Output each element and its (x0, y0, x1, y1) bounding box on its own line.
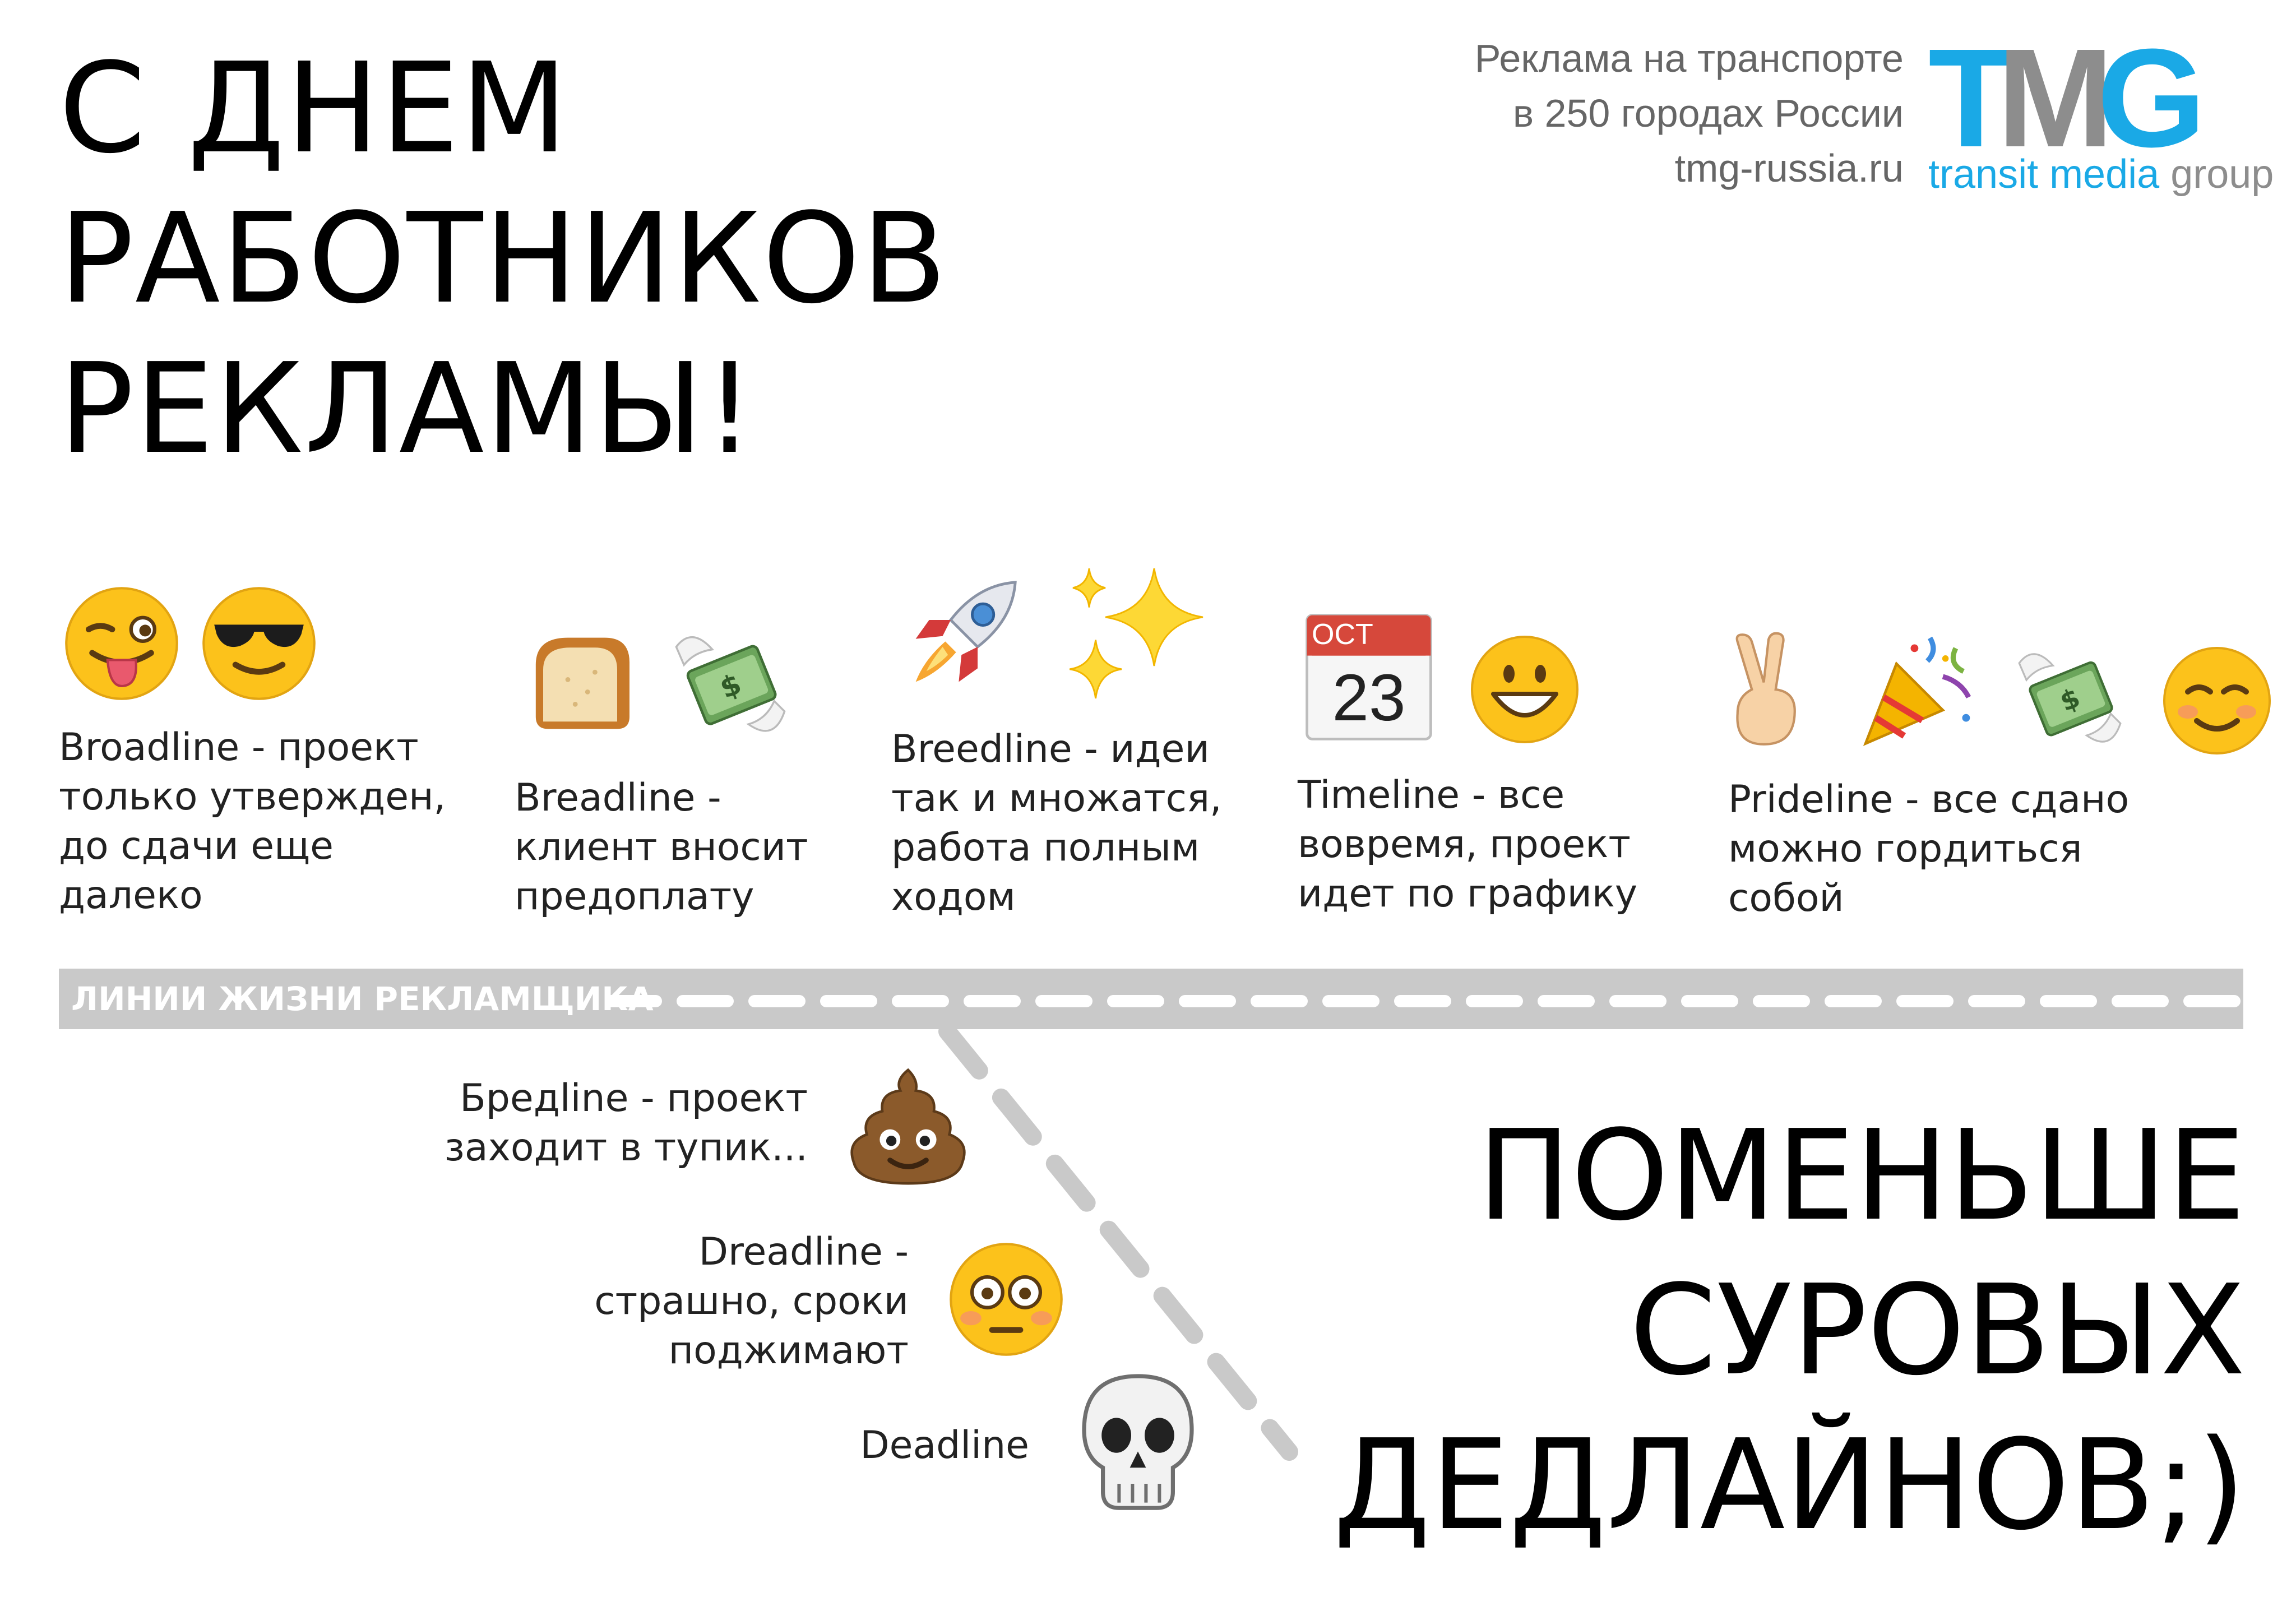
caption-line: работа полным (891, 826, 1200, 870)
rocket-icon (915, 581, 1017, 682)
logo-subtitle-b: group (2170, 152, 2274, 197)
sunglasses-face-icon (202, 587, 316, 700)
pile-of-poo-icon (850, 1068, 966, 1185)
caption-line: далеко (59, 873, 203, 918)
road-label: ЛИНИИ ЖИЗНИ РЕКЛАМЩИКА (71, 980, 654, 1018)
calendar-icon: OCT 23 (1302, 610, 1436, 744)
logo-mark: TMG (1928, 28, 2206, 168)
money-with-wings-icon: $ (675, 636, 786, 732)
caption-line: поджимают (668, 1328, 909, 1373)
slogan-line-1: ПОМЕНЬШЕ (1477, 1104, 2246, 1248)
caption-line: предоплату (515, 874, 754, 919)
calendar-month: OCT (1312, 618, 1373, 651)
caption-line: можно гордиться (1728, 827, 2082, 871)
caption-line: до сдачи еще (59, 824, 334, 868)
stage-caption-prideline: Prideline - все сдано можно гордиться со… (1728, 775, 2129, 923)
slogan-line-2: СУРОВЫХ (1629, 1258, 2246, 1403)
stage-caption-timeline: Timeline - все вовремя, проект идет по г… (1298, 771, 1637, 919)
main-title-line-2: РАБОТНИКОВ (59, 187, 948, 331)
calendar-day: 23 (1332, 661, 1406, 735)
main-title-line-3: РЕКЛАМЫ! (59, 337, 756, 482)
main-title-line-1: С ДНЕМ (59, 36, 569, 181)
tagline: Реклама на транспорте в 250 городах Росс… (1475, 31, 1904, 196)
winking-tongue-face-icon (65, 587, 178, 700)
stage-caption-breadline: Breadline - клиент вносит предоплату (515, 774, 808, 922)
bread-icon (535, 637, 629, 729)
stage-caption-breedline: Breedline - идеи так и множатся, работа … (891, 725, 1222, 922)
lifeline-road: ЛИНИИ ЖИЗНИ РЕКЛАМЩИКА (59, 969, 2243, 1029)
tagline-line-1: Реклама на транспорте (1474, 36, 1904, 80)
caption-line: так и множатся, (891, 776, 1222, 821)
logo-letter-g: G (2096, 20, 2206, 176)
flushed-face-icon (950, 1243, 1063, 1356)
caption-line: Бредline - проект (460, 1076, 808, 1121)
caption-line: ходом (891, 875, 1016, 919)
caption-line: идет по графику (1298, 872, 1638, 916)
skull-icon (1082, 1374, 1194, 1510)
caption-line: только утвержден, (59, 775, 446, 819)
caption-line: Broadline - проект (59, 725, 419, 770)
caption-line: Deadline (860, 1423, 1029, 1468)
caption-line: заходит в тупик... (444, 1126, 808, 1170)
caption-line: собой (1728, 876, 1844, 920)
caption-line: Breadline - (515, 776, 721, 820)
caption-line: Prideline - все сдано (1728, 777, 2130, 822)
caption-line: вовремя, проект (1298, 822, 1631, 867)
money-with-wings-icon: $ (2018, 653, 2122, 743)
main-title: С ДНЕМ РАБОТНИКОВ РЕКЛАМЫ! (59, 34, 948, 484)
tagline-line-2: в 250 городах России (1512, 91, 1904, 135)
sparkles-icon (1069, 568, 1203, 699)
caption-line: страшно, сроки (594, 1279, 909, 1323)
decline-path (938, 1022, 1298, 1461)
decline-caption-deadline: Deadline (860, 1421, 1029, 1470)
caption-line: клиент вносит (515, 825, 808, 869)
decline-caption-dreadline: Dreadline - страшно, сроки поджимают (594, 1228, 909, 1376)
website-link[interactable]: tmg-russia.ru (1674, 146, 1904, 190)
caption-line: Timeline - все (1298, 773, 1565, 817)
road-dashes (605, 995, 2243, 1007)
caption-line: Dreadline - (698, 1230, 909, 1274)
slogan-line-3: ДЕДЛАЙНОВ;) (1333, 1413, 2246, 1558)
party-popper-icon (1863, 636, 1971, 746)
smiling-blush-face-icon (2163, 647, 2271, 754)
logo-subtitle: transit media group (1928, 151, 2274, 197)
victory-hand-icon (1735, 632, 1796, 746)
logo-subtitle-a: transit media (1928, 152, 2171, 197)
decline-caption-bredline: Бредline - проект заходит в тупик... (445, 1074, 808, 1173)
logo-letter-m: M (1997, 20, 2114, 176)
tmg-logo[interactable]: TMG transit media group (1928, 28, 2274, 199)
stage-caption-broadline: Broadline - проект только утвержден, до … (59, 723, 446, 920)
caption-line: Breedline - идеи (891, 727, 1210, 771)
slogan: ПОМЕНЬШЕ СУРОВЫХ ДЕДЛАЙНОВ;) (1334, 1099, 2246, 1563)
grinning-face-icon (1471, 636, 1578, 743)
